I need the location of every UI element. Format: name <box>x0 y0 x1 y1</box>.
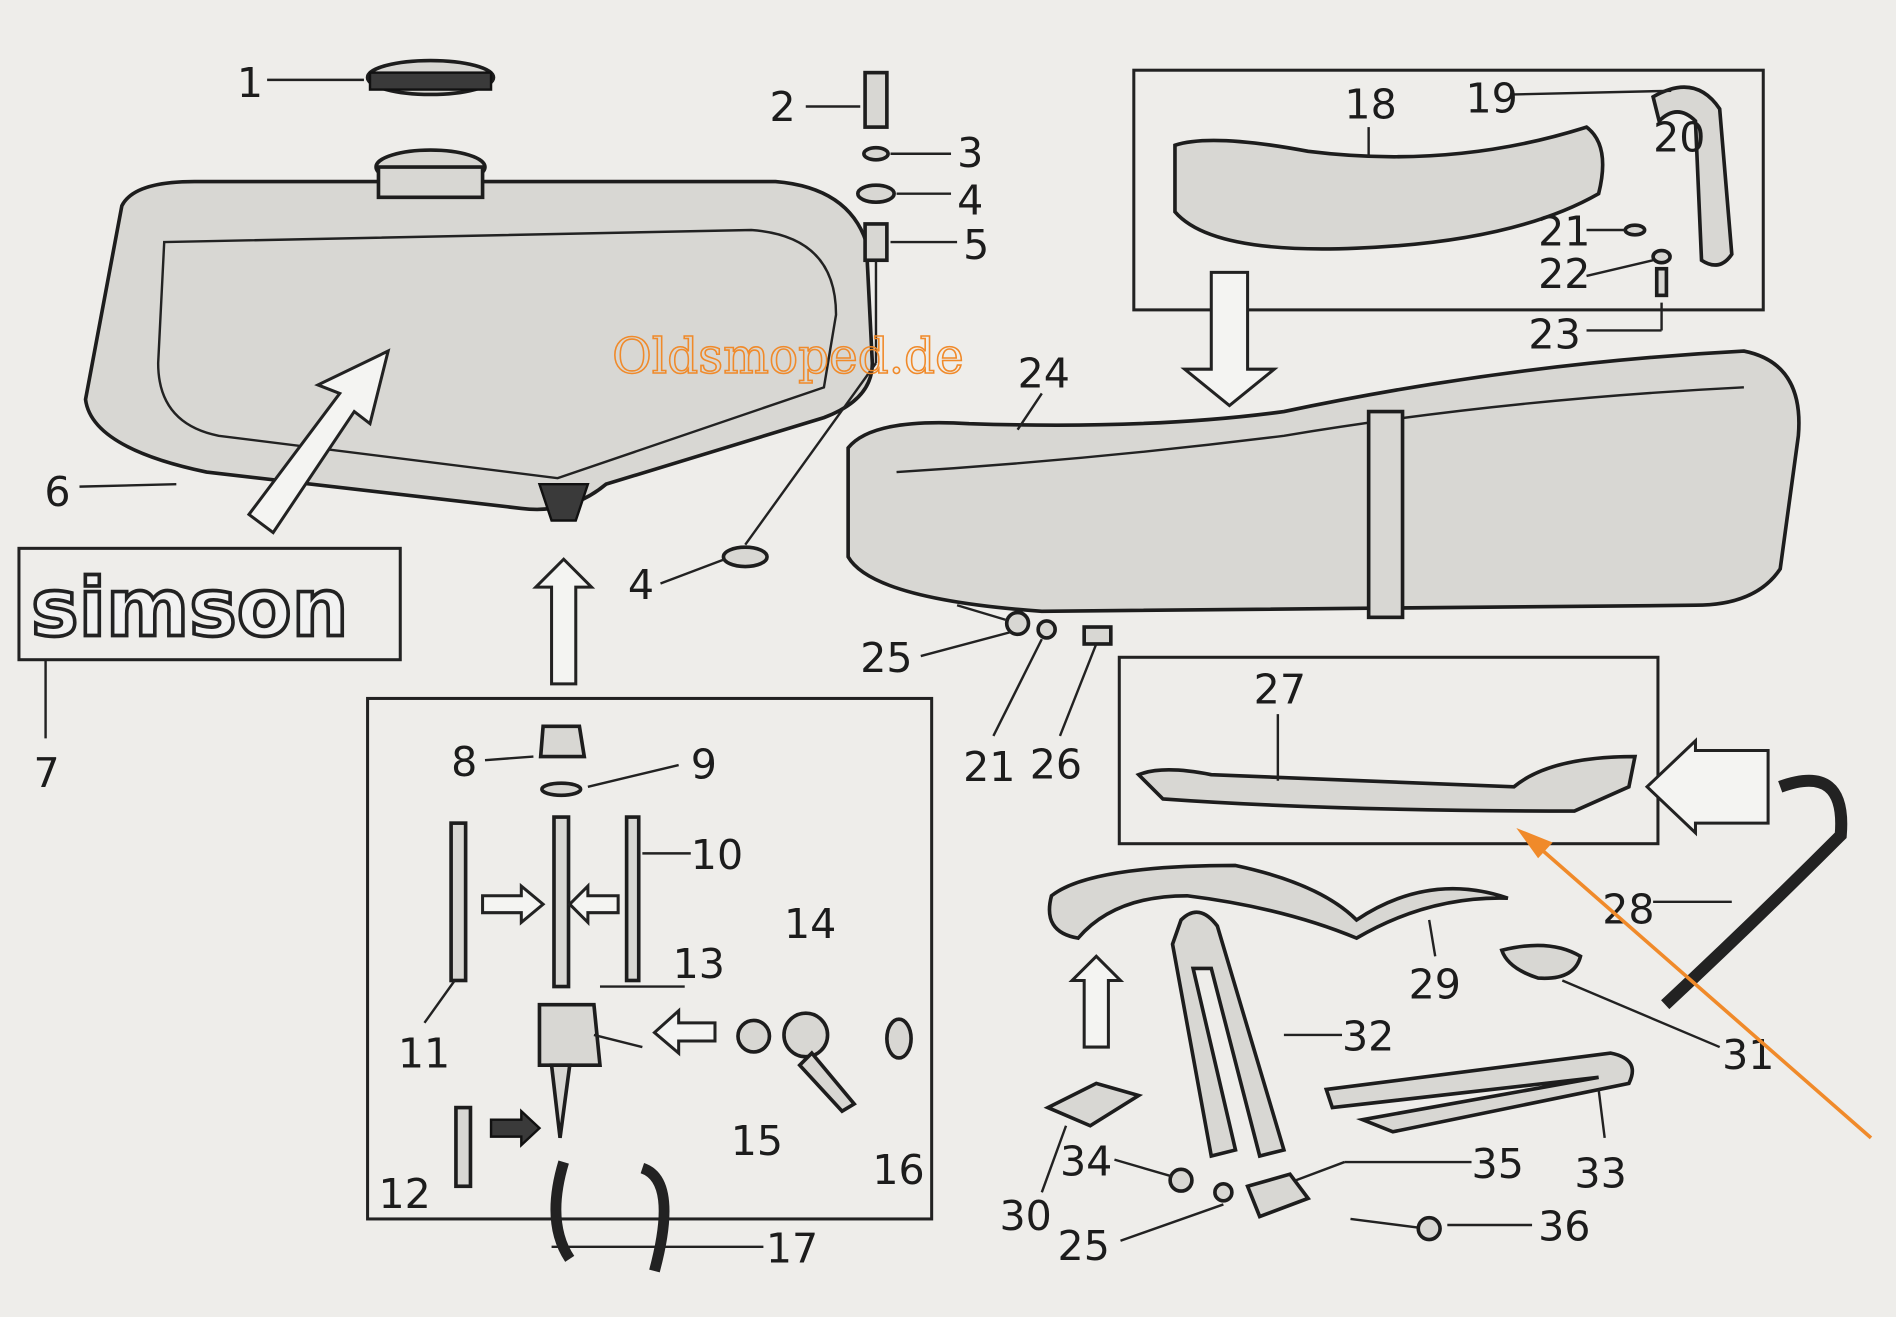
svg-text:simson: simson <box>31 562 348 655</box>
arrow-up-strap <box>1068 954 1125 1049</box>
part-number: 10 <box>691 831 743 879</box>
part-number: 1 <box>237 59 263 107</box>
part-number: 25 <box>860 634 912 682</box>
seat <box>846 349 1801 620</box>
seat-frame <box>1135 754 1638 813</box>
seat-strap <box>1661 774 1848 1010</box>
part-number: 21 <box>1538 208 1590 256</box>
part-number: 34 <box>1060 1137 1112 1185</box>
fuel-tap-box <box>366 696 934 1221</box>
part-number: 14 <box>784 900 836 948</box>
seat-fasteners <box>956 604 1113 646</box>
bracket-32 <box>1170 910 1287 1159</box>
part-number: 19 <box>1465 75 1517 123</box>
seat-grab-strap <box>1047 863 1509 941</box>
leader-lines <box>44 78 1732 1249</box>
arrow-up-tap <box>532 557 596 686</box>
fuel-cap <box>365 58 496 97</box>
annotation-arrow <box>1516 827 1873 1140</box>
seat-cover-box <box>1132 68 1765 312</box>
mounting-bolt-stack <box>721 70 896 569</box>
arrow-down-seat <box>1180 270 1279 408</box>
fuel-tank <box>83 148 875 522</box>
rubber-pad <box>1043 1081 1144 1128</box>
part-number: 21 <box>963 743 1015 791</box>
simson-logo-plate: simson <box>17 546 402 662</box>
part-number: 11 <box>398 1030 450 1078</box>
bottom-fasteners <box>1168 1167 1442 1242</box>
seat-strap-small <box>1651 85 1734 267</box>
part-number: 20 <box>1653 113 1705 161</box>
part-number: 36 <box>1538 1203 1590 1251</box>
part-number: 12 <box>378 1170 430 1218</box>
part-number: 25 <box>1058 1222 1110 1270</box>
part-number: 33 <box>1574 1149 1626 1197</box>
part-number: 4 <box>628 561 654 609</box>
arrow-left-frame <box>1644 737 1770 837</box>
clip <box>1499 943 1583 981</box>
part-number: 6 <box>44 468 70 516</box>
part-number: 15 <box>731 1117 783 1165</box>
watermark: Oldsmoped.de <box>612 329 964 385</box>
part-number: 13 <box>673 940 725 988</box>
part-number: 4 <box>957 176 983 224</box>
bracket-33 <box>1323 1051 1635 1134</box>
part-number: 3 <box>957 129 983 177</box>
seat-small-fasteners <box>1623 223 1672 298</box>
part-number-labels: 1 2 3 4 5 6 7 4 8 9 10 11 12 13 14 15 16… <box>33 59 1774 1273</box>
part-number: 35 <box>1472 1140 1524 1188</box>
part-number: 23 <box>1528 311 1580 359</box>
part-number: 7 <box>33 749 59 797</box>
part-number: 29 <box>1409 961 1461 1009</box>
part-number: 9 <box>691 740 717 788</box>
part-number: 5 <box>963 221 989 269</box>
part-number: 2 <box>769 83 795 131</box>
part-number: 31 <box>1722 1031 1774 1079</box>
part-number: 17 <box>766 1225 818 1273</box>
part-number: 24 <box>1018 349 1070 397</box>
part-number: 26 <box>1030 740 1082 788</box>
part-number: 27 <box>1254 665 1306 713</box>
part-number: 16 <box>872 1146 924 1194</box>
part-number: 8 <box>451 738 477 786</box>
arrow-up-right <box>246 348 391 535</box>
seat-frame-box <box>1117 655 1660 846</box>
part-number: 22 <box>1538 250 1590 298</box>
part-number: 30 <box>999 1192 1051 1240</box>
seat-cover <box>1173 125 1605 251</box>
part-number: 32 <box>1342 1013 1394 1061</box>
fuel-tap-parts <box>449 724 913 1273</box>
part-number: 18 <box>1344 81 1396 129</box>
